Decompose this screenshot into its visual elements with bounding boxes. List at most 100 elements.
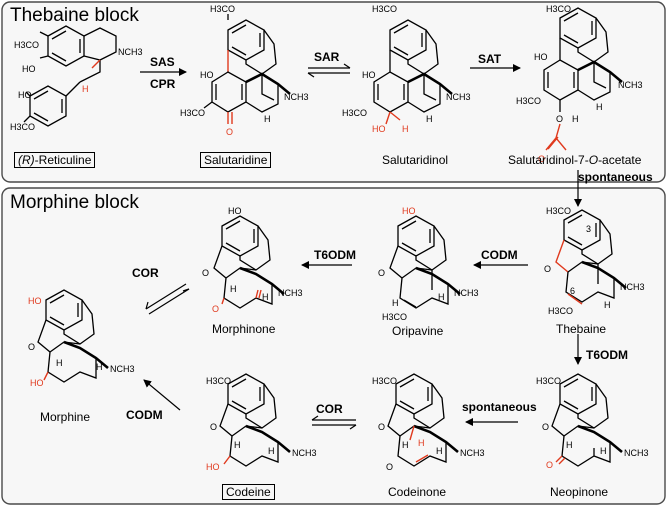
atom-ho: HO <box>228 206 242 216</box>
atom-h3co: H3CO <box>516 96 541 106</box>
atom-h3co: H3CO <box>536 376 561 386</box>
acetate-name-a: Salutaridinol-7- <box>508 153 589 167</box>
atom-ho: HO <box>206 462 220 472</box>
atom-h3co: H3CO <box>548 306 573 316</box>
atom-h: H <box>96 362 103 372</box>
atom-o: O <box>226 127 233 137</box>
compound-morphinone: Morphinone <box>212 322 276 336</box>
atom-o: O <box>378 422 385 432</box>
atom-h: H <box>402 440 409 450</box>
atom-ho: HO <box>372 124 386 134</box>
codeinone-structure <box>387 373 459 467</box>
compound-salutaridine: Salutaridine <box>200 152 272 168</box>
reticuline-structure <box>23 25 117 127</box>
atom-h: H <box>234 440 241 450</box>
reaction-arrows <box>140 63 582 430</box>
salutaridine-structure <box>203 14 291 124</box>
morphine-block-frame <box>1 187 666 505</box>
enzyme-cpr: CPR <box>150 77 176 91</box>
compound-reticuline: (R)-Reticuline <box>14 152 96 168</box>
arrow-codm-2 <box>143 379 181 411</box>
atom-o: O <box>202 268 209 278</box>
thebaine-block-title: Thebaine block <box>10 5 139 26</box>
reticuline-stereo: (R) <box>18 153 35 167</box>
atom-ho: HO <box>200 70 214 80</box>
atom-ho: HO <box>18 90 32 100</box>
compound-codeinone: Codeinone <box>388 485 447 499</box>
enzyme-cor-1: COR <box>132 266 159 280</box>
atom-o: O <box>210 422 217 432</box>
atom-h: H <box>230 284 237 294</box>
compound-morphine: Morphine <box>40 410 91 424</box>
atom-h3co: H3CO <box>210 4 235 14</box>
atom-h: H <box>596 102 603 112</box>
enzyme-spontaneous-1: spontaneous <box>578 170 653 184</box>
atom-h3co: H3CO <box>546 206 571 216</box>
atom-nch3: NCH3 <box>284 92 309 102</box>
thebaine-structure <box>555 209 627 305</box>
thebaine-block-frame <box>1 1 666 183</box>
atom-ho: HO <box>402 206 416 216</box>
atom-h: H <box>426 114 433 124</box>
atom-nch3: NCH3 <box>292 448 317 458</box>
atom-h: H <box>262 292 269 302</box>
atom-o: O <box>546 460 553 470</box>
enzyme-codm-1: CODM <box>481 248 518 262</box>
morphine-block-title: Morphine block <box>10 192 139 213</box>
atom-h: H <box>392 298 399 308</box>
atom-o: O <box>386 462 393 472</box>
atom-o: O <box>28 342 35 352</box>
atom-h: H <box>418 438 425 448</box>
codeine-structure <box>219 373 291 467</box>
atom-nch3: NCH3 <box>454 288 479 298</box>
morphine-structure <box>37 289 109 383</box>
atom-ho: HO <box>362 70 376 80</box>
reticuline-name: -Reticuline <box>34 153 92 167</box>
atom-h3co: H3CO <box>372 4 397 14</box>
atom-nch3: NCH3 <box>624 448 649 458</box>
atom-o: O <box>378 268 385 278</box>
arrow-cor-1b <box>148 288 190 315</box>
atom-h: H <box>436 446 443 456</box>
atom-nch3: NCH3 <box>618 80 643 90</box>
atom-h: H <box>566 440 573 450</box>
atom-h3co: H3CO <box>10 122 35 132</box>
oripavine-structure <box>389 215 461 309</box>
atom-h3co: H3CO <box>14 40 39 50</box>
compound-thebaine: Thebaine <box>556 322 607 336</box>
atom-o: O <box>212 304 219 314</box>
neopinone-structure <box>551 373 623 467</box>
atom-nch3: NCH3 <box>446 92 471 102</box>
atom-h: H <box>56 358 63 368</box>
atom-ho: HO <box>22 64 36 74</box>
morphinone-structure <box>213 215 285 309</box>
atom-h: H <box>264 114 271 124</box>
atom-ho: HO <box>534 52 548 62</box>
atom-h3co: H3CO <box>206 376 231 386</box>
atom-ho: HO <box>30 378 44 388</box>
atom-nch3: NCH3 <box>110 364 135 374</box>
atom-o: O <box>542 422 549 432</box>
atom-h3co: H3CO <box>372 376 397 386</box>
enzyme-sat: SAT <box>478 52 502 66</box>
atom-h: H <box>600 446 607 456</box>
salutaridinol-structure <box>373 19 453 125</box>
atom-nch3: NCH3 <box>460 448 485 458</box>
compound-codeine: Codeine <box>222 484 275 500</box>
atom-ho: HO <box>28 296 42 306</box>
atom-o: O <box>544 264 551 274</box>
atom-h: H <box>572 114 579 124</box>
atom-o: O <box>538 154 545 164</box>
atom-h: H <box>268 446 275 456</box>
compound-neopinone: Neopinone <box>550 485 609 499</box>
atom-h: H <box>402 124 409 134</box>
acetate-name-b: -acetate <box>598 153 642 167</box>
atom-nch3: NCH3 <box>118 47 143 57</box>
enzyme-sas: SAS <box>150 55 175 69</box>
compound-acetate: Salutaridinol-7-O -acetate <box>508 153 641 167</box>
enzyme-t6odm-1: T6ODM <box>314 248 356 262</box>
atom-num6: 6 <box>570 286 575 296</box>
enzyme-spontaneous-2: spontaneous <box>462 400 537 414</box>
atom-h3co: H3CO <box>342 108 367 118</box>
